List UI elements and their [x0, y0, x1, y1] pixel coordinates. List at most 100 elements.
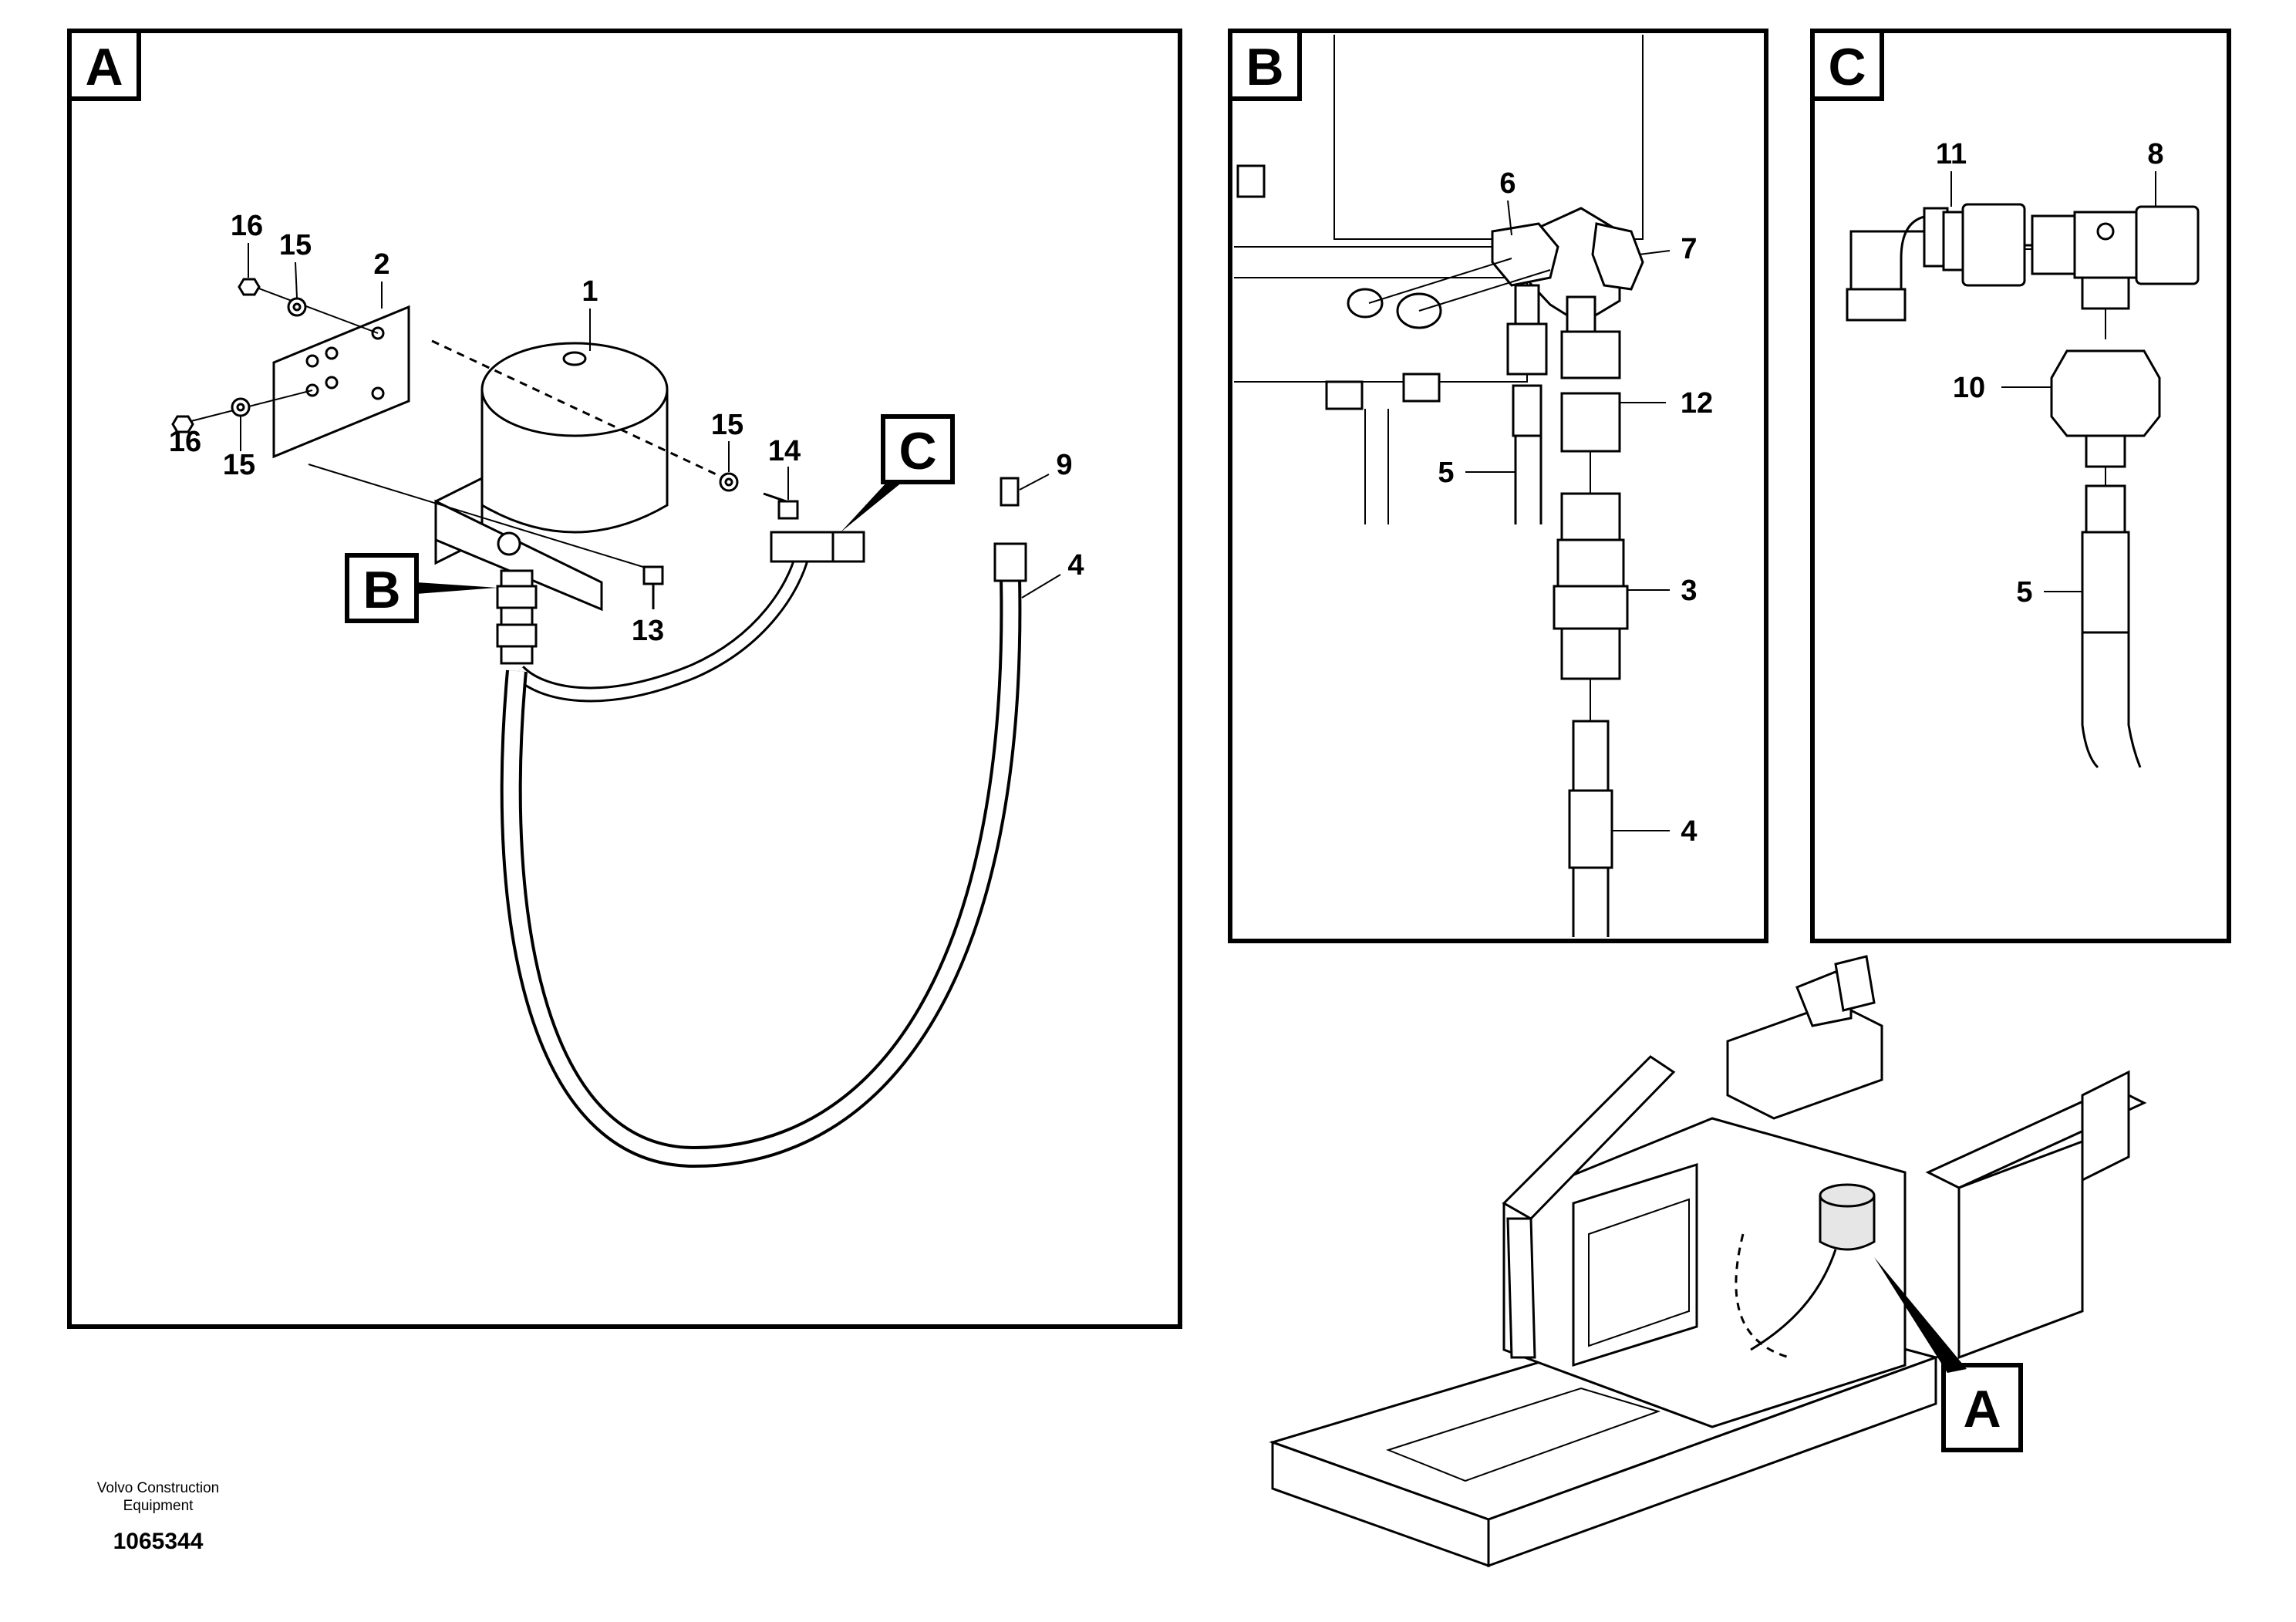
left-leg: [1506, 1217, 1536, 1359]
ref-c-arrow: [841, 482, 902, 532]
leader-line: [250, 285, 379, 334]
hose-5-nut: [1506, 322, 1548, 376]
callout-c-10: 10: [1953, 372, 1985, 404]
fitting-nut: [496, 585, 538, 609]
tee-8-body: [2073, 211, 2142, 279]
coupling-3-body: [1556, 538, 1625, 588]
plate-hole: [371, 386, 385, 400]
hose-4-outline: [500, 578, 1022, 1168]
callout-9: 9: [1056, 449, 1072, 481]
hose-4-end-nut: [993, 542, 1027, 582]
plate-hole: [325, 376, 339, 389]
callout-14: 14: [768, 435, 801, 467]
leader-9: [1019, 474, 1050, 491]
callout-15c: 15: [711, 409, 743, 441]
callout-16a: 16: [231, 210, 263, 242]
floor-panel: [1386, 1387, 1661, 1482]
floor-side: [1487, 1355, 1937, 1568]
plate-hole: [305, 354, 319, 368]
panel-a-tag-box: [67, 29, 141, 101]
center-tower: [1726, 1001, 1883, 1120]
bracket-flange: [434, 499, 603, 612]
hose-5-ferrule: [2081, 531, 2130, 634]
tee-fitting: [497, 531, 521, 556]
bolt-14-head: [777, 500, 799, 520]
tee-8-left: [2031, 214, 2080, 275]
callout-13: 13: [632, 615, 664, 647]
panel-c-tag: C: [1828, 38, 1866, 96]
callout-b-3: 3: [1681, 575, 1697, 607]
leader-line: [308, 464, 656, 572]
fitting-c-nut: [831, 531, 865, 563]
overview-ref-a-box: [1941, 1363, 2023, 1452]
leader-15a: [295, 261, 298, 298]
fitting-c: [770, 531, 842, 563]
nut-16: [238, 278, 261, 296]
callout-c-5: 5: [2016, 576, 2032, 609]
bolt-13-head: [642, 565, 664, 585]
tee-8-mark: [2096, 222, 2115, 241]
machine-overview: A: [1269, 955, 2147, 1568]
callout-b-4: 4: [1681, 815, 1697, 848]
nut-10-bottom: [2085, 434, 2126, 468]
hose-5: [514, 554, 807, 700]
panel-a-frame: [67, 29, 1182, 1329]
hose-4: [503, 578, 1019, 1165]
hose-4-ferrule: [1568, 789, 1613, 869]
callout-1: 1: [582, 275, 598, 308]
tee-8-bottom: [2081, 276, 2130, 310]
footer-company-line1: Volvo Construction: [96, 1480, 220, 1496]
panel-b-frame: [1228, 29, 1768, 943]
overview-ref-a-arrow: [1874, 1257, 1967, 1373]
panel-a-tag: A: [85, 38, 123, 96]
overview-filter-lid: [1819, 1183, 1876, 1208]
footer-company: Volvo Construction Equipment: [77, 1479, 239, 1515]
panel-a: A: [67, 29, 1182, 1329]
axis-line: [1418, 269, 1551, 312]
callout-b-7: 7: [1681, 233, 1697, 265]
hose-5-nut: [2085, 484, 2126, 534]
nut-11: [1961, 203, 2026, 287]
tee-8-nut: [2135, 205, 2200, 285]
right-side-panel: [1957, 1139, 2084, 1360]
footer-drawing-number: 1065344: [113, 1529, 204, 1554]
callout-15b: 15: [223, 449, 255, 481]
panel-b-tag: B: [1246, 38, 1283, 96]
elbow-6: [1491, 222, 1559, 287]
panel-b: B: [1228, 29, 1768, 943]
bolt-head: [1325, 380, 1364, 410]
port-hole: [1347, 288, 1384, 319]
callout-b-6: 6: [1499, 167, 1515, 200]
panel-c-frame: [1810, 29, 2231, 943]
hose-5-edge: [2081, 632, 2099, 769]
nut-10: [2050, 349, 2161, 437]
footer-company-line2: Equipment: [123, 1498, 194, 1514]
filter-canister-lid: [480, 342, 669, 437]
callout-b-5: 5: [1438, 457, 1454, 489]
nipple-9: [1000, 477, 1020, 507]
adapter: [1566, 295, 1596, 333]
callout-4: 4: [1067, 549, 1084, 582]
right-bracket: [2081, 1070, 2130, 1182]
overview-hose: [1735, 1233, 1790, 1359]
overview-hose: [1750, 1249, 1837, 1351]
cab-inner: [1588, 1198, 1690, 1347]
filter-cap-nut: [562, 351, 587, 366]
elbow-11-base: [1846, 288, 1907, 322]
ref-c-box: [881, 414, 955, 484]
washer-hole: [292, 302, 302, 312]
leader-4: [1021, 574, 1061, 599]
ref-b-arrow: [416, 582, 497, 594]
washer-hole: [724, 477, 733, 487]
panel-c: C 11 8 10 5: [1810, 29, 2231, 943]
callout-b-12: 12: [1681, 387, 1713, 420]
leader-7: [1638, 250, 1671, 255]
coupling-3-bottom: [1560, 627, 1621, 680]
bolt-head: [1402, 373, 1441, 403]
nut-16: [171, 415, 194, 433]
adapter: [1514, 284, 1540, 325]
callout-c-11: 11: [1936, 138, 1967, 170]
union-12: [1560, 330, 1621, 379]
fitting-nut: [496, 623, 538, 648]
housing: [1333, 35, 1644, 240]
